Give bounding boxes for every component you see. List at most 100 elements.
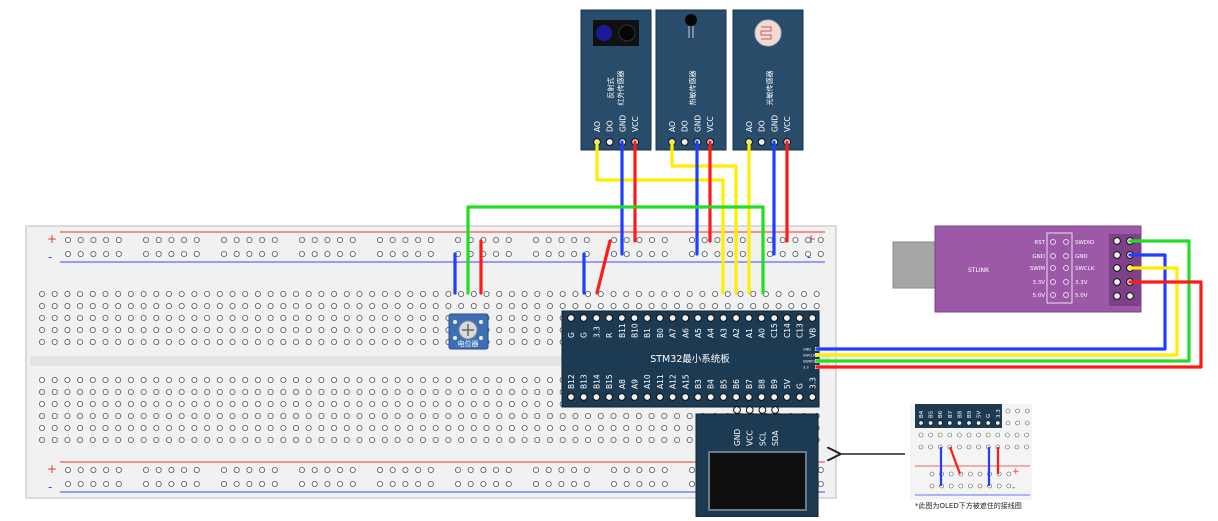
- inset-pin: [937, 420, 943, 426]
- breadboard-hole: [343, 412, 350, 419]
- breadboard-hole: [649, 236, 656, 243]
- breadboard-hole: [254, 338, 261, 345]
- wire-stlink-gnd: [815, 253, 1167, 351]
- inset-hole: [957, 444, 962, 450]
- stm32-bottom-pin-label: 5V: [783, 378, 792, 389]
- stm32-top-pin-label: A3: [719, 328, 728, 338]
- stm32-top-pin: [617, 314, 626, 322]
- breadboard-hole: [407, 376, 414, 383]
- breadboard-hole: [349, 250, 356, 257]
- breadboard-hole: [77, 250, 84, 257]
- stlink-pad: [1050, 239, 1056, 245]
- breadboard-hole: [77, 412, 84, 419]
- inset-hole: [968, 471, 973, 477]
- breadboard-hole: [140, 376, 147, 383]
- breadboard-hole: [229, 290, 236, 297]
- breadboard-hole: [661, 250, 668, 257]
- breadboard-hole: [496, 412, 503, 419]
- breadboard-hole: [51, 436, 58, 443]
- breadboard-hole: [661, 236, 668, 243]
- breadboard-hole: [559, 302, 566, 309]
- breadboard-hole: [686, 424, 693, 431]
- breadboard-hole: [454, 236, 461, 243]
- breadboard-hole: [127, 424, 134, 431]
- breadboard-hole: [254, 326, 261, 333]
- stm32-top-pin-label: A7: [669, 328, 678, 338]
- breadboard-hole: [77, 338, 84, 345]
- stm32-top-pin: [656, 314, 664, 322]
- breadboard-hole: [216, 436, 223, 443]
- breadboard-hole: [229, 412, 236, 419]
- breadboard-hole: [558, 480, 565, 487]
- breadboard-hole: [267, 376, 274, 383]
- stm32-bottom-pin-label: A9: [631, 379, 640, 389]
- breadboard-hole: [153, 302, 160, 309]
- breadboard-hole: [115, 388, 122, 395]
- breadboard-hole: [305, 412, 312, 419]
- breadboard-hole: [394, 424, 401, 431]
- breadboard-hole: [331, 400, 338, 407]
- breadboard-hole: [115, 436, 122, 443]
- sensor-name: 反射式: [606, 78, 615, 99]
- inset-hole: [1006, 483, 1012, 489]
- stm32-bottom-pin: [656, 393, 664, 401]
- breadboard-hole: [193, 250, 200, 257]
- breadboard-hole: [419, 436, 426, 443]
- breadboard-hole: [389, 480, 396, 487]
- breadboard-hole: [343, 290, 350, 297]
- breadboard-hole: [115, 400, 122, 407]
- breadboard-hole: [254, 388, 261, 395]
- breadboard-hole: [470, 436, 477, 443]
- breadboard-hole: [817, 250, 824, 257]
- breadboard-hole: [153, 376, 160, 383]
- breadboard-hole: [394, 326, 401, 333]
- breadboard-hole: [470, 376, 477, 383]
- breadboard-hole: [585, 290, 592, 297]
- breadboard-hole: [661, 436, 668, 443]
- breadboard-hole: [508, 290, 515, 297]
- breadboard-hole: [298, 236, 305, 243]
- breadboard-hole: [191, 314, 198, 321]
- breadboard-hole: [454, 466, 461, 473]
- breadboard-hole: [343, 388, 350, 395]
- breadboard-hole: [483, 376, 490, 383]
- breadboard-hole: [280, 314, 287, 321]
- breadboard-hole: [254, 412, 261, 419]
- stlink-pad: [1063, 265, 1069, 271]
- rail-top-plus-right: +: [806, 232, 816, 246]
- potentiometer[interactable]: 电位器: [448, 313, 489, 350]
- breadboard-hole: [648, 436, 655, 443]
- breadboard-hole: [181, 466, 188, 473]
- breadboard-hole: [216, 338, 223, 345]
- breadboard-hole: [337, 466, 344, 473]
- breadboard-hole: [505, 250, 512, 257]
- breadboard-hole: [102, 376, 109, 383]
- breadboard-hole: [376, 480, 383, 487]
- breadboard-hole: [90, 236, 97, 243]
- breadboard-hole: [381, 400, 388, 407]
- breadboard-hole: [407, 314, 414, 321]
- stlink-header-pin: [1126, 292, 1134, 300]
- breadboard-hole: [178, 338, 185, 345]
- breadboard-hole: [204, 302, 211, 309]
- inset-hole: [918, 432, 924, 438]
- breadboard-hole: [127, 388, 134, 395]
- breadboard-hole: [142, 466, 149, 473]
- breadboard-hole: [407, 400, 414, 407]
- breadboard-hole: [623, 436, 630, 443]
- breadboard-hole: [267, 314, 274, 321]
- breadboard-hole: [547, 326, 554, 333]
- breadboard-hole: [369, 376, 376, 383]
- breadboard-hole: [193, 480, 200, 487]
- breadboard-hole: [298, 250, 305, 257]
- breadboard-hole: [415, 236, 422, 243]
- breadboard-hole: [271, 236, 278, 243]
- breadboard-hole: [369, 424, 376, 431]
- breadboard-hole: [153, 412, 160, 419]
- breadboard-hole: [432, 290, 439, 297]
- breadboard-hole: [77, 314, 84, 321]
- breadboard-hole: [178, 314, 185, 321]
- breadboard-hole: [661, 290, 668, 297]
- breadboard-hole: [242, 326, 249, 333]
- breadboard-hole: [127, 376, 134, 383]
